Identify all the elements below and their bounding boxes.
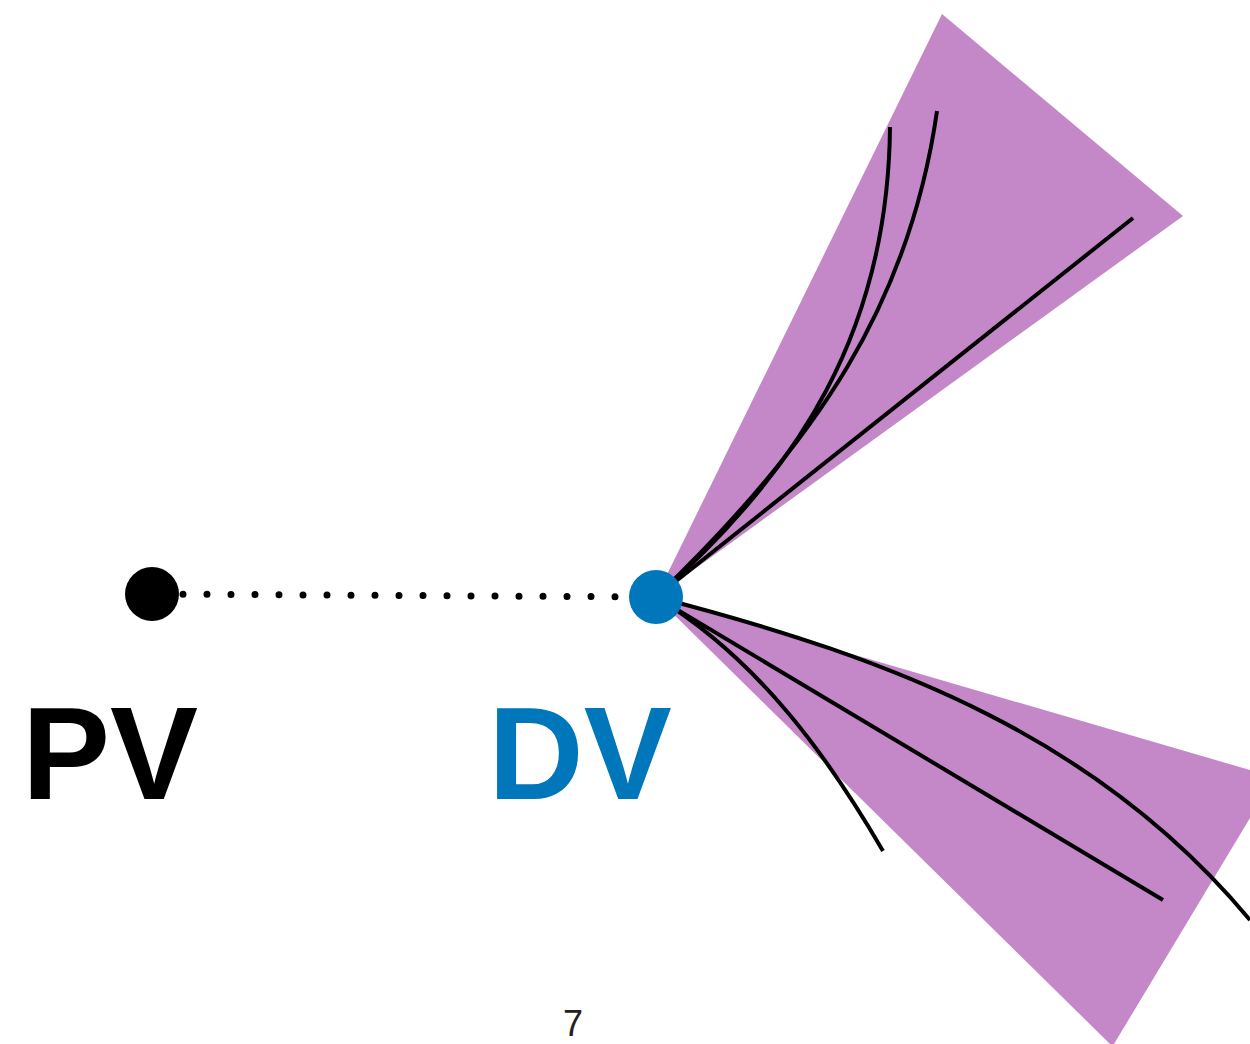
vertex-label: PV: [22, 688, 198, 820]
track: [656, 218, 1133, 597]
track: [656, 127, 890, 597]
vertex-node: PV: [15, 560, 255, 820]
vertex-node: DV: [470, 560, 710, 820]
track: [656, 597, 883, 851]
jet-cone: [656, 14, 1183, 597]
vertex-dot: [629, 570, 683, 624]
track: [656, 597, 1250, 920]
dotted-connector: [183, 594, 625, 597]
vertex-label: DV: [488, 688, 671, 820]
dotted-line: [183, 594, 625, 597]
track: [656, 597, 1163, 900]
page-number: 7: [563, 1006, 583, 1042]
vertex-dot: [125, 567, 179, 621]
track: [656, 111, 937, 597]
jet-cone: [656, 597, 1250, 1044]
